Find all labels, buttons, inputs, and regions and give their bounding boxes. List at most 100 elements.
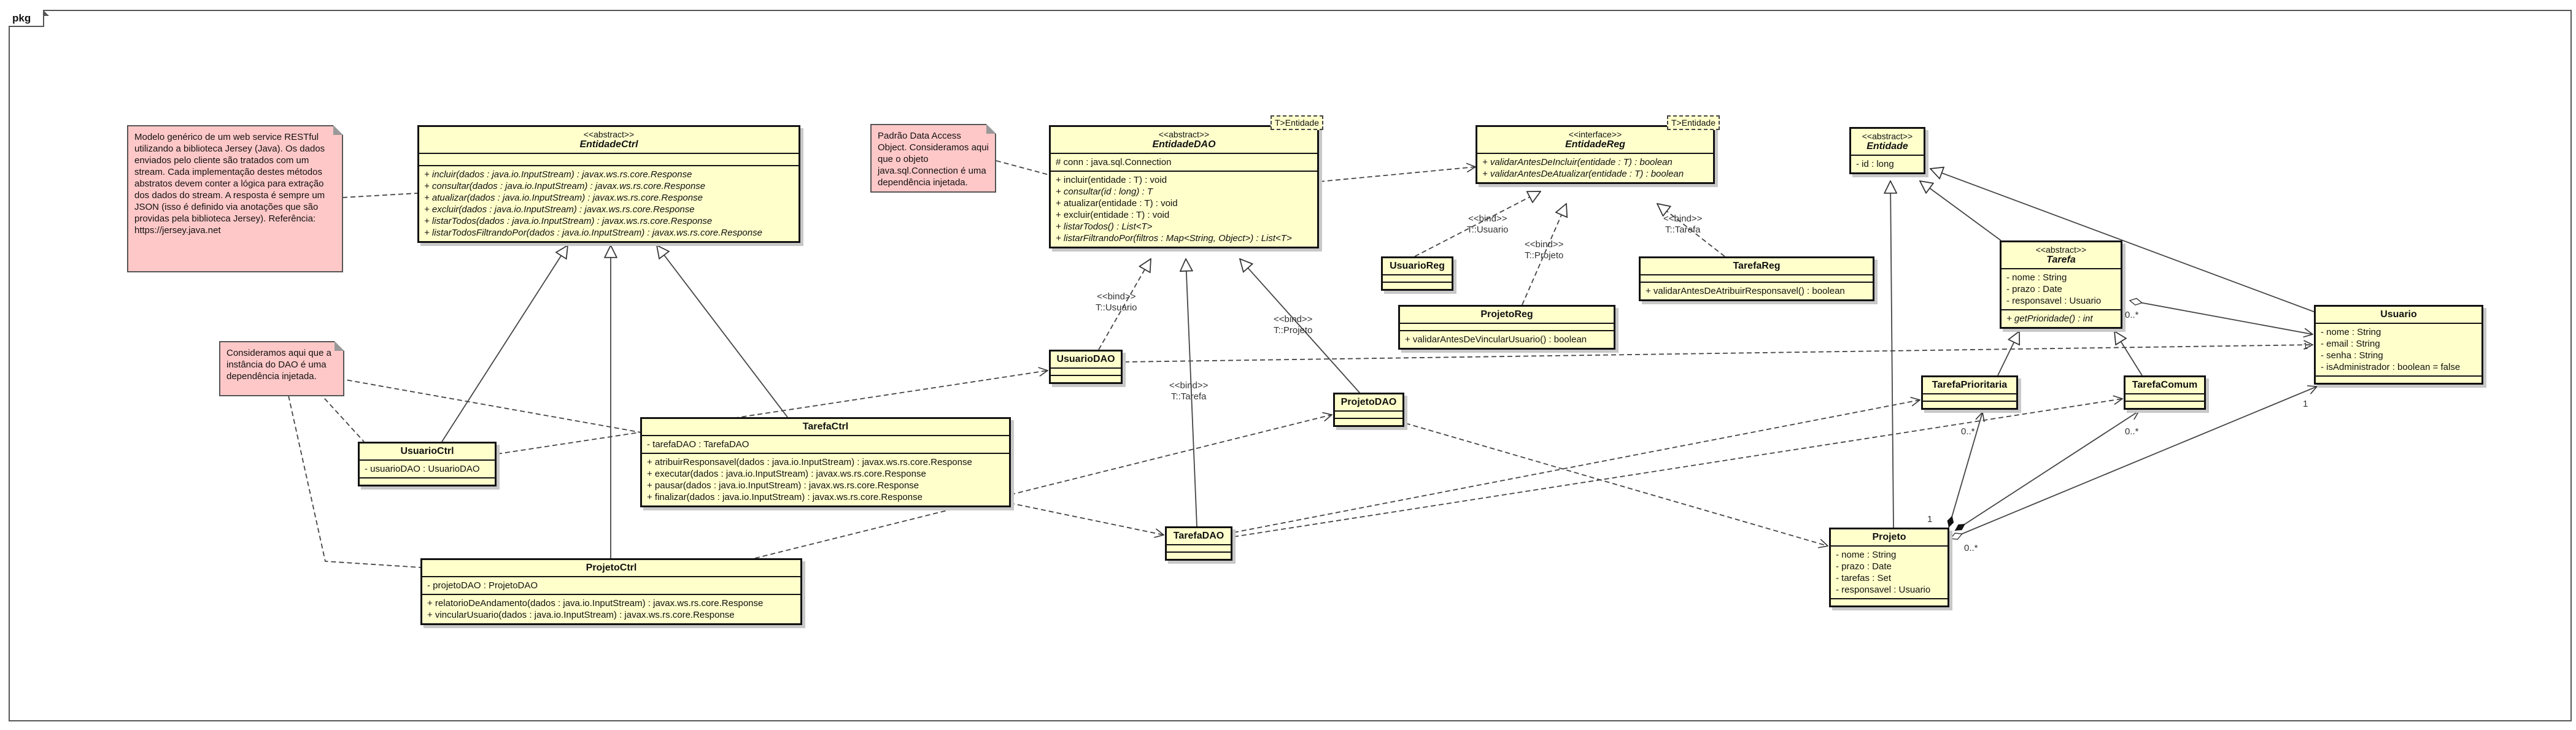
attribute-row: - isAdministrador : boolean = false <box>2321 362 2461 372</box>
class-name: EntidadeCtrl <box>579 139 638 150</box>
method-row: + atualizar(dados : java.io.InputStream)… <box>424 193 703 203</box>
stereotype: <<abstract>> <box>2035 245 2087 255</box>
attribute-row: - projetoDAO : ProjetoDAO <box>427 580 538 591</box>
multiplicity-comum-many: 0..* <box>2125 426 2139 437</box>
methods-section: + relatorioDeAndamento(dados : java.io.I… <box>422 595 800 623</box>
note-injection: Consideramos aqui que a instância do DAO… <box>219 341 344 396</box>
package-label: pkg <box>9 10 44 27</box>
class-name: ProjetoDAO <box>1340 397 1397 407</box>
class-tarefaprioritaria[interactable]: TarefaPrioritaria <box>1921 375 2018 410</box>
gen-tarefaprioritaria-tarefa <box>1997 331 2019 376</box>
bind-tarefareg-entidadereg <box>1657 204 1725 257</box>
assoc-projeto-usuario <box>1951 386 2317 539</box>
package-frame <box>9 10 2572 721</box>
note-webservice: Modelo genérico de um web service RESTfu… <box>127 125 343 272</box>
class-projetoctrl[interactable]: ProjetoCtrl - projetoDAO : ProjetoDAO + … <box>420 558 802 625</box>
class-entidade[interactable]: <<abstract>> Entidade - id : long <box>1849 127 1925 174</box>
gen-tarefa-entidade <box>1920 181 2002 241</box>
assoc-tarefa-usuario <box>2130 301 2313 334</box>
method-row: + validarAntesDeAtribuirResponsavel() : … <box>1646 286 1845 296</box>
attributes-section <box>419 154 799 166</box>
class-tarefadao[interactable]: TarefaDAO <box>1165 526 1232 561</box>
edge-label-bind-usuario-dao: <<bind>> T::Usuario <box>1096 291 1137 313</box>
attribute-row: - nome : String <box>2006 272 2067 283</box>
class-usuarioctrl[interactable]: UsuarioCtrl - usuarioDAO : UsuarioDAO <box>358 442 497 486</box>
dep-entidadedao-entidadereg <box>1319 167 1476 182</box>
class-usuariodao[interactable]: UsuarioDAO <box>1049 350 1123 384</box>
attributes-section: - nome : String - prazo : Date - respons… <box>2002 269 2121 310</box>
gen-usuarioctrl-entidadectrl <box>441 245 568 442</box>
attributes-section: - id : long <box>1851 156 1924 172</box>
methods-section <box>360 478 495 485</box>
method-row: + relatorioDeAndamento(dados : java.io.I… <box>427 598 764 609</box>
methods-section <box>1167 553 1231 559</box>
multiplicity-prio-one: 1 <box>1927 514 1933 524</box>
class-tarefareg[interactable]: TarefaReg + validarAntesDeAtribuirRespon… <box>1639 256 1874 301</box>
template-param-entidadedao: T>Entidade <box>1271 115 1323 130</box>
attribute-row: - tarefaDAO : TarefaDAO <box>647 439 749 450</box>
class-usuario[interactable]: Usuario - nome : String - email : String… <box>2314 305 2483 385</box>
edge-label-bind-usuario-reg: <<bind>> T::Usuario <box>1467 213 1509 235</box>
class-entidadectrl[interactable]: <<abstract>> EntidadeCtrl + incluir(dado… <box>417 125 800 243</box>
attribute-row: - responsavel : Usuario <box>2006 296 2102 306</box>
class-tarefacomum[interactable]: TarefaComum <box>2124 375 2206 410</box>
note-link-projetoctrl <box>288 395 421 568</box>
methods-section: + atribuirResponsavel(dados : java.io.In… <box>642 454 1009 505</box>
dep-usuarioctrl-usuariodao <box>497 371 1048 455</box>
class-projeto[interactable]: Projeto - nome : String - prazo : Date -… <box>1829 528 1949 607</box>
dep-tarefadao-tarefaprioritaria <box>1233 400 1920 533</box>
bind-projetoreg-entidadereg <box>1522 204 1566 305</box>
method-row: + vincularUsuario(dados : java.io.InputS… <box>427 610 735 620</box>
edge-label-bind-tarefa-reg: <<bind>> T::Tarefa <box>1663 213 1703 235</box>
methods-section <box>1051 376 1121 382</box>
class-usuarioreg[interactable]: UsuarioReg <box>1381 256 1453 291</box>
edge-label-bind-projeto-dao: <<bind>> T::Projeto <box>1274 314 1313 336</box>
method-row: + listarTodos() : List<T> <box>1056 221 1153 232</box>
multiplicity-usuario-one-a: 1 <box>2303 341 2308 352</box>
multiplicity-projeto-many: 0..* <box>1964 543 1978 553</box>
class-projetoreg[interactable]: ProjetoReg + validarAntesDeVincularUsuar… <box>1398 305 1615 350</box>
note-link-usuarioctrl <box>319 392 365 442</box>
methods-section: + validarAntesDeAtribuirResponsavel() : … <box>1641 283 1873 299</box>
class-name: ProjetoReg <box>1480 309 1533 320</box>
method-row: + getPrioridade() : int <box>2006 313 2093 324</box>
methods-section: + incluir(entidade : T) : void + consult… <box>1051 172 1317 247</box>
method-row: + listarTodos(dados : java.io.InputStrea… <box>424 216 713 226</box>
attributes-section <box>1167 545 1231 553</box>
attributes-section <box>2125 394 2204 402</box>
multiplicity-usuario-one-b: 1 <box>2303 399 2308 409</box>
class-name: Entidade <box>1866 141 1908 152</box>
attribute-row: # conn : java.sql.Connection <box>1056 157 1172 167</box>
class-name: UsuarioDAO <box>1056 354 1115 364</box>
attribute-row: - prazo : Date <box>1836 561 1892 572</box>
gen-projeto-entidade <box>1890 181 1893 528</box>
method-row: + atribuirResponsavel(dados : java.io.In… <box>647 457 972 467</box>
methods-section <box>1831 599 1947 605</box>
bind-tarefadao-entidadedao <box>1186 259 1197 527</box>
attribute-row: - responsavel : Usuario <box>1836 585 1931 595</box>
method-row: + consultar(dados : java.io.InputStream)… <box>424 181 706 191</box>
attributes-section <box>1923 394 2016 402</box>
method-row: + excluir(dados : java.io.InputStream) :… <box>424 204 695 215</box>
class-tarefactrl[interactable]: TarefaCtrl - tarefaDAO : TarefaDAO + atr… <box>640 417 1011 507</box>
class-entidadereg[interactable]: <<interface>> EntidadeReg + validarAntes… <box>1476 125 1715 184</box>
class-tarefa[interactable]: <<abstract>> Tarefa - nome : String - pr… <box>2000 240 2122 329</box>
class-name: Projeto <box>1872 532 1906 542</box>
class-entidadedao[interactable]: <<abstract>> EntidadeDAO # conn : java.s… <box>1049 125 1319 248</box>
attribute-row: - prazo : Date <box>2006 284 2062 294</box>
stereotype: <<abstract>> <box>1862 131 1913 141</box>
class-name: TarefaComum <box>2132 380 2198 390</box>
method-row: + incluir(entidade : T) : void <box>1056 175 1167 185</box>
methods-section <box>2125 402 2204 408</box>
class-name: Tarefa <box>2046 255 2076 265</box>
note-link-tarefactrl <box>331 377 642 433</box>
attributes-section <box>1383 275 1452 283</box>
method-row: + incluir(dados : java.io.InputStream) :… <box>424 169 692 180</box>
attributes-section: - nome : String - prazo : Date - tarefas… <box>1831 547 1947 599</box>
class-name: EntidadeDAO <box>1152 139 1216 150</box>
edge-label-bind-projeto-reg: <<bind>> T::Projeto <box>1525 239 1564 261</box>
stereotype: <<abstract>> <box>1158 129 1210 139</box>
class-projetodao[interactable]: ProjetoDAO <box>1333 393 1404 427</box>
method-row: + consultar(id : long) : T <box>1056 186 1153 197</box>
